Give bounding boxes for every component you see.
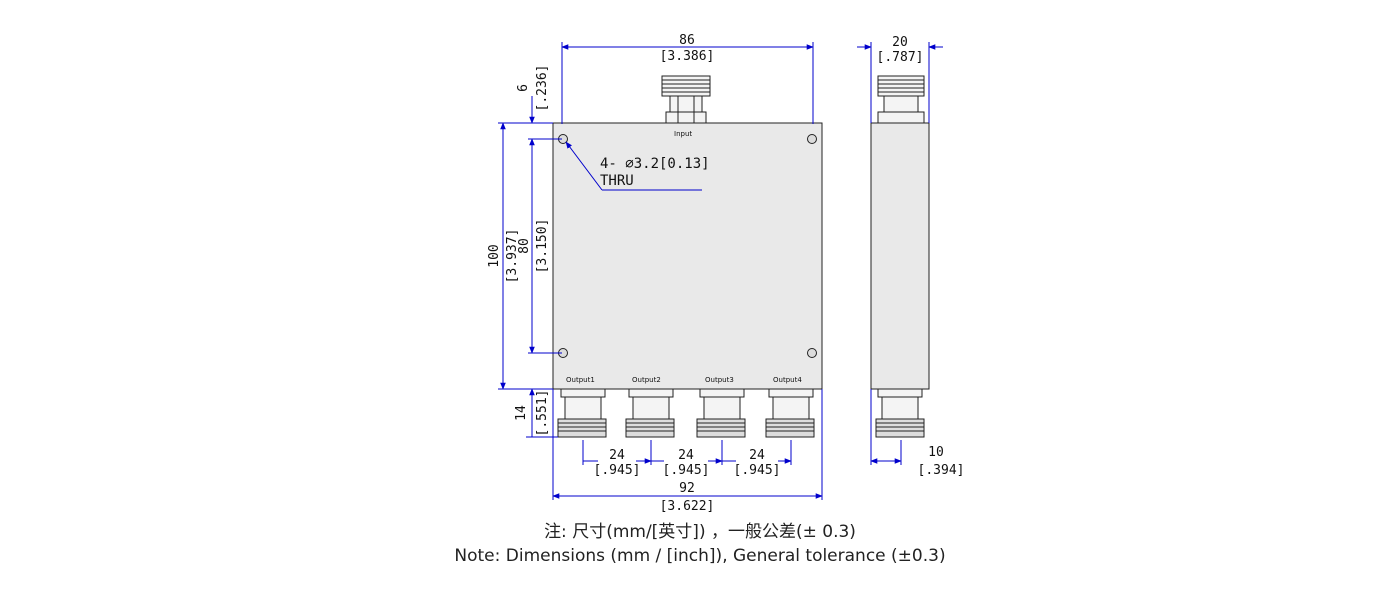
hole-bottom-right <box>807 348 817 358</box>
mounting-holes <box>558 134 817 358</box>
output-label-2: Output2 <box>632 376 661 384</box>
dim-bottom-offset-inch: [.551] <box>535 390 550 437</box>
side-dimensions <box>857 42 943 465</box>
dim-side-offset-mm: 10 <box>928 445 944 460</box>
dim-pitch-3-mm: 24 <box>749 448 765 463</box>
dim-pitch-1-mm: 24 <box>609 448 625 463</box>
output-label-1: Output1 <box>566 376 595 384</box>
dim-depth-mm: 20 <box>892 35 908 50</box>
dim-side-offset-inch: [.394] <box>918 463 965 478</box>
hole-callout-line1: 4- ⌀3.2[0.13] <box>600 156 710 172</box>
dim-pitch-1-inch: [.945] <box>594 463 641 478</box>
dim-total-height-mm: 100 <box>487 244 502 267</box>
hole-callout: 4- ⌀3.2[0.13] THRU <box>565 141 710 191</box>
dim-top-width-inch: [3.386] <box>660 49 715 64</box>
note-chinese: 注: 尺寸(mm/[英寸]) ，一般公差(± 0.3) <box>544 522 856 542</box>
dim-pitch-2-mm: 24 <box>678 448 694 463</box>
notes: 注: 尺寸(mm/[英寸]) ，一般公差(± 0.3) Note: Dimens… <box>0 520 1400 568</box>
dim-top-width-mm: 86 <box>679 33 695 48</box>
output-connector-1 <box>557 388 607 438</box>
dim-top-offset-inch: [.236] <box>535 65 550 112</box>
housing-body <box>552 122 823 390</box>
dim-pitch-2-inch: [.945] <box>663 463 710 478</box>
dim-bottom-offset-mm: 14 <box>514 405 529 421</box>
dim-pitch-3-inch: [.945] <box>734 463 781 478</box>
front-view: Input Output1 Output2 Output3 Output4 <box>552 75 823 438</box>
dim-bottom-width-mm: 92 <box>679 481 695 496</box>
dim-top-offset-mm: 6 <box>516 84 531 92</box>
dim-hole-spacing-inch: [3.150] <box>535 219 550 274</box>
output-label-4: Output4 <box>773 376 802 384</box>
dim-hole-spacing-mm: 80 <box>517 238 532 254</box>
output-label-3: Output3 <box>705 376 734 384</box>
hole-callout-line2: THRU <box>600 173 634 189</box>
dim-total-height-inch: [3.937] <box>505 229 520 284</box>
dim-bottom-width-inch: [3.622] <box>660 499 715 514</box>
output-connector-4 <box>765 388 815 438</box>
hole-top-right <box>807 134 817 144</box>
output-connectors <box>557 388 815 438</box>
dim-depth-inch: [.787] <box>877 50 924 65</box>
output-connector-2 <box>625 388 675 438</box>
front-dimensions <box>498 42 823 500</box>
side-housing-body <box>870 122 930 390</box>
input-connector <box>661 75 711 125</box>
side-view <box>870 75 930 438</box>
side-bottom-connector <box>875 388 925 438</box>
output-connector-3 <box>696 388 746 438</box>
input-label: Input <box>674 130 692 138</box>
note-english: Note: Dimensions (mm / [inch]), General … <box>454 546 946 566</box>
side-top-connector <box>877 75 925 125</box>
